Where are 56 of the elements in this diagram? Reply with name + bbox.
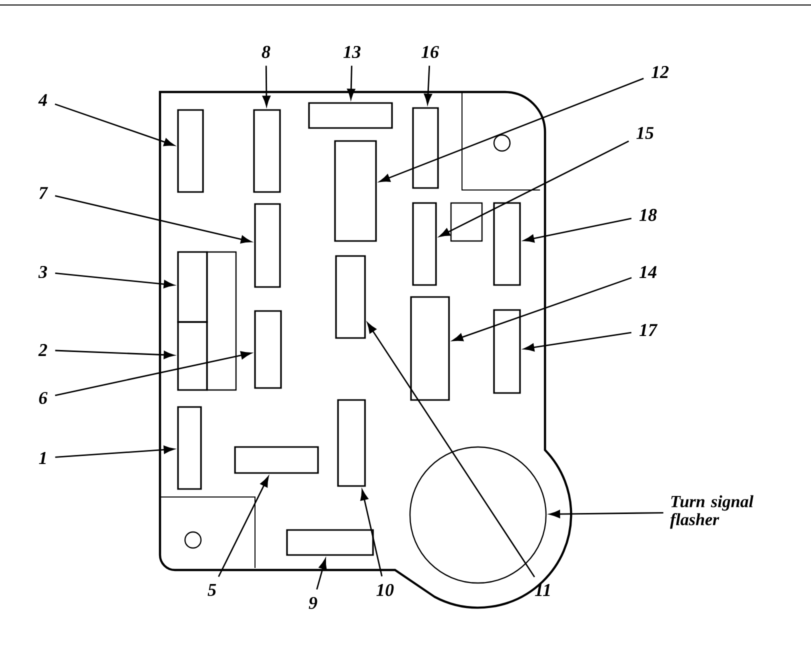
- leader-line: [360, 490, 383, 576]
- fuse: [286, 529, 374, 556]
- callout-number: 2: [38, 344, 48, 356]
- leader-line: [54, 195, 252, 244]
- leader-line: [379, 78, 644, 182]
- fuse: [334, 140, 377, 242]
- callout-number: 5: [208, 584, 216, 596]
- fuse: [234, 446, 319, 474]
- fuse: [177, 406, 202, 490]
- fuse: [493, 202, 521, 286]
- fuse: [177, 109, 204, 193]
- flasher-label: Turn signal flasher: [670, 495, 754, 529]
- leader-line: [55, 446, 174, 458]
- fuse: [493, 309, 521, 394]
- leader-line: [316, 558, 327, 590]
- callout-number: 3: [38, 266, 48, 278]
- fuse: [254, 310, 282, 389]
- fuse: [412, 107, 439, 189]
- leader-line: [347, 66, 356, 100]
- callout-number: 18: [639, 208, 657, 222]
- leader-line: [524, 332, 632, 352]
- callout-number: 9: [308, 596, 318, 610]
- callout-number: 6: [39, 392, 48, 404]
- callout-number: 15: [636, 126, 654, 140]
- leader-line: [54, 103, 174, 146]
- callout-number: 14: [639, 266, 656, 278]
- flasher-circle: [409, 446, 547, 584]
- callout-number: 8: [262, 46, 270, 58]
- fuse: [177, 251, 208, 323]
- leader-line: [55, 350, 174, 359]
- callout-number: 7: [39, 187, 48, 199]
- fuse: [177, 321, 208, 391]
- callout-number: 13: [343, 46, 361, 58]
- leader-line: [424, 66, 432, 104]
- leader-line: [218, 476, 269, 578]
- leader-line: [439, 140, 630, 237]
- leader-line: [367, 322, 536, 578]
- fuse: [337, 399, 366, 487]
- fuse: [253, 109, 281, 193]
- callout-number: 10: [376, 584, 394, 596]
- callout-number: 1: [38, 452, 46, 464]
- fuse: [412, 202, 437, 286]
- leader-line: [452, 277, 632, 342]
- callout-number: 16: [421, 46, 439, 58]
- fuse: [410, 296, 450, 401]
- callout-number: 12: [651, 66, 669, 78]
- leader-line: [524, 218, 632, 243]
- leader-line: [55, 272, 174, 288]
- callout-number: 4: [38, 94, 47, 106]
- leader-line: [262, 66, 270, 106]
- callout-number: 17: [639, 324, 658, 336]
- fuse: [335, 255, 366, 339]
- fuse: [308, 102, 393, 129]
- leader-line: [550, 510, 664, 518]
- fuse: [254, 203, 281, 288]
- leader-line: [54, 351, 252, 396]
